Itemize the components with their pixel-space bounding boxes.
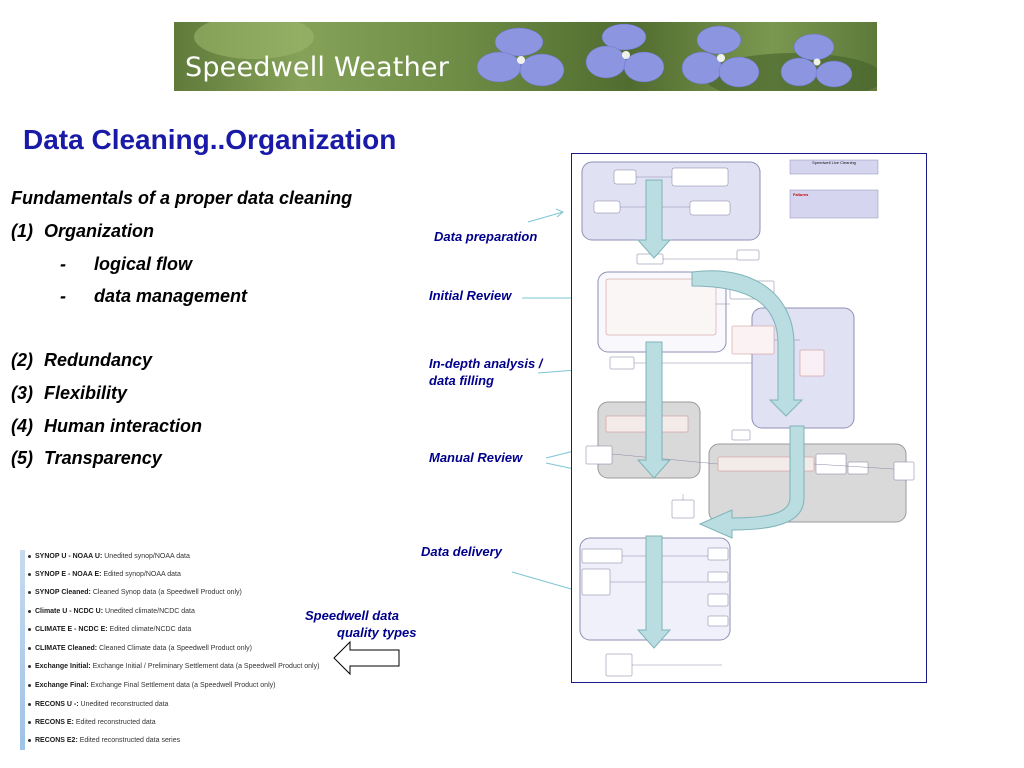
item-number: (4) — [11, 416, 33, 436]
quality-types-line: quality types — [337, 625, 417, 640]
legend-item: CLIMATE Cleaned: Cleaned Climate data (a… — [28, 645, 252, 652]
sub-item-label: logical flow — [94, 254, 193, 274]
item-label: Flexibility — [44, 383, 128, 403]
list-item-3: (3) Flexibility — [11, 383, 127, 404]
callout-manual-review: Manual Review — [429, 450, 523, 465]
failures-note-title: Failures — [793, 192, 809, 197]
callout-line: In-depth analysis / — [429, 356, 543, 371]
brand-name: Speedwell Weather — [185, 52, 450, 83]
item-number: (5) — [11, 448, 33, 468]
failures-note — [789, 189, 879, 219]
legend-item: CLIMATE E - NCDC E: Edited climate/NCDC … — [28, 626, 191, 633]
flow-arrow-curve-2 — [698, 425, 805, 539]
item-label: Transparency — [44, 448, 162, 468]
bullet-icon — [28, 664, 31, 668]
bullet-icon — [28, 702, 31, 706]
callout-data-delivery: Data delivery — [421, 544, 502, 559]
item-label: Organization — [44, 221, 155, 241]
list-item-1: (1) Organization — [11, 221, 154, 242]
list-item-5: (5) Transparency — [11, 448, 162, 469]
legend-item: SYNOP Cleaned: Cleaned Synop data (a Spe… — [28, 589, 242, 596]
flowchart-header-text: Speedwell Live Cleaning — [812, 160, 856, 165]
bullet-icon — [28, 627, 31, 631]
item-number: (2) — [11, 350, 33, 370]
legend-item: RECONS U -: Unedited reconstructed data — [28, 701, 168, 708]
cleaning-flowchart: Speedwell Live Cleaning Failures — [571, 153, 927, 683]
header-banner: Speedwell Weather — [174, 22, 877, 91]
legend-item: RECONS E: Edited reconstructed data — [28, 719, 156, 726]
callout-indepth-analysis: In-depth analysis / data filling — [429, 355, 542, 389]
sub-item-dash: - — [60, 254, 66, 274]
sub-item-2: - data management — [60, 286, 247, 307]
sub-item-dash: - — [60, 286, 66, 306]
callout-data-preparation: Data preparation — [434, 229, 538, 244]
quality-types-legend: SYNOP U - NOAA U: Unedited synop/NOAA da… — [20, 550, 340, 750]
quality-types-line: Speedwell data — [305, 608, 399, 623]
callout-initial-review: Initial Review — [429, 288, 512, 303]
bullet-icon — [28, 590, 31, 594]
list-item-2: (2) Redundancy — [11, 350, 152, 371]
bullet-icon — [28, 609, 31, 613]
sub-item-label: data management — [94, 286, 248, 306]
sub-item-1: - logical flow — [60, 254, 192, 275]
stage-manual-review-2 — [708, 443, 907, 523]
legend-item: SYNOP E - NOAA E: Edited synop/NOAA data — [28, 571, 181, 578]
legend-item: SYNOP U - NOAA U: Unedited synop/NOAA da… — [28, 553, 190, 560]
legend-item: Exchange Final: Exchange Final Settlemen… — [28, 682, 275, 689]
legend-strip — [20, 550, 25, 750]
bullet-icon — [28, 554, 31, 558]
flowchart-header — [789, 159, 879, 175]
content-heading: Fundamentals of a proper data cleaning — [11, 188, 353, 208]
flowchart-canvas: Speedwell Live Cleaning Failures — [579, 159, 915, 677]
left-arrow-icon — [333, 640, 400, 676]
legend-item: Climate U - NCDC U: Unedited climate/NCD… — [28, 608, 195, 615]
quality-types-label: Speedwell data quality types — [305, 607, 416, 641]
flow-arrow-curve-1 — [691, 270, 804, 417]
item-label: Human interaction — [44, 416, 203, 436]
bullet-icon — [28, 572, 31, 576]
callout-line: data filling — [429, 373, 494, 388]
item-number: (1) — [11, 221, 33, 241]
bullet-icon — [28, 646, 31, 650]
flower-image — [194, 22, 877, 91]
bullet-icon — [28, 683, 31, 687]
legend-item: Exchange Initial: Exchange Initial / Pre… — [28, 663, 319, 670]
bullet-icon — [28, 720, 31, 724]
item-label: Redundancy — [44, 350, 153, 370]
list-item-4: (4) Human interaction — [11, 416, 202, 437]
legend-item: RECONS E2: Edited reconstructed data ser… — [28, 737, 180, 744]
bullet-icon — [28, 738, 31, 742]
item-number: (3) — [11, 383, 33, 403]
page-title: Data Cleaning..Organization — [23, 124, 397, 155]
